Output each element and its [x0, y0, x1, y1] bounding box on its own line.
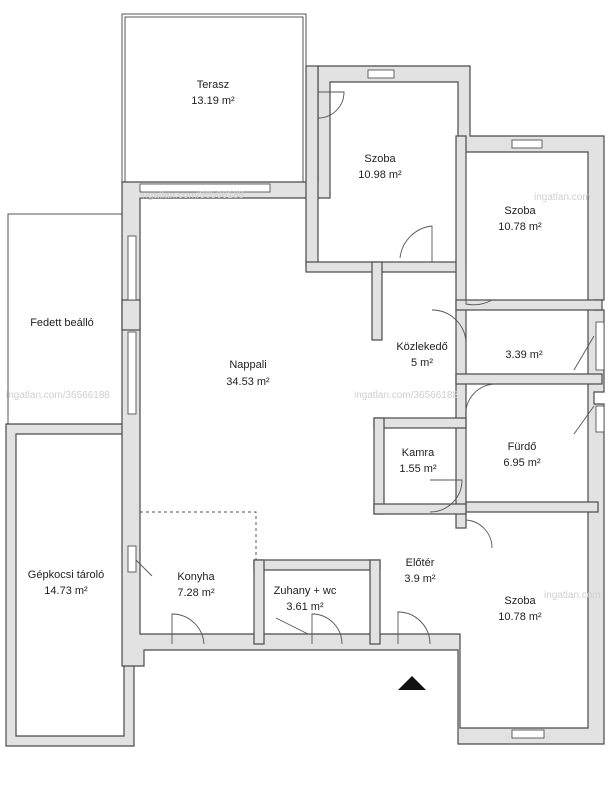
room-area-furdo: 6.95 m² [503, 457, 541, 469]
room-name-terasz: Terasz [197, 79, 229, 91]
door-swings [135, 91, 595, 645]
watermark: ingatlan.com [534, 192, 591, 203]
room-name-furdo: Fürdő [508, 441, 537, 453]
windows [127, 69, 605, 739]
room-name-szoba-1: Szoba [364, 153, 396, 165]
room-area-small: 3.39 m² [505, 349, 543, 361]
watermark: ingatlan.com/36566188 [354, 390, 458, 401]
room-area-konyha: 7.28 m² [177, 587, 215, 599]
room-name-fedett: Fedett beálló [30, 317, 94, 329]
room-name-kamra: Kamra [402, 447, 435, 459]
kitchen-dashed-outline [140, 511, 257, 560]
room-name-gepkocsi: Gépkocsi tároló [28, 569, 104, 581]
watermark: ingatlan.com/36566188 [140, 190, 244, 201]
room-area-szoba-1: 10.98 m² [358, 169, 402, 181]
room-name-zuhany: Zuhany + wc [274, 585, 337, 597]
room-area-kamra: 1.55 m² [399, 463, 437, 475]
watermark: ingatlan.com [544, 590, 601, 601]
room-area-szoba-3: 10.78 m² [498, 611, 542, 623]
watermark: ingatlan.com/36566188 [6, 390, 110, 401]
room-area-terasz: 13.19 m² [191, 95, 235, 107]
room-area-gepkocsi: 14.73 m² [44, 585, 88, 597]
interior-walls [121, 65, 603, 645]
room-area-kozlekedo: 5 m² [411, 357, 433, 369]
room-name-nappali: Nappali [229, 359, 266, 371]
room-name-kozlekedo: Közlekedő [396, 341, 447, 353]
entrance-arrow-icon [398, 676, 426, 690]
room-name-konyha: Konyha [177, 571, 215, 583]
room-name-eloter: Előtér [406, 557, 435, 569]
room-area-eloter: 3.9 m² [404, 573, 436, 585]
house-outer-wall [121, 65, 605, 745]
room-area-nappali: 34.53 m² [226, 376, 270, 388]
room-area-szoba-2: 10.78 m² [498, 221, 542, 233]
room-name-szoba-2: Szoba [504, 205, 536, 217]
room-name-szoba-3: Szoba [504, 595, 536, 607]
room-area-zuhany: 3.61 m² [286, 601, 324, 613]
garage-walls [5, 423, 135, 747]
